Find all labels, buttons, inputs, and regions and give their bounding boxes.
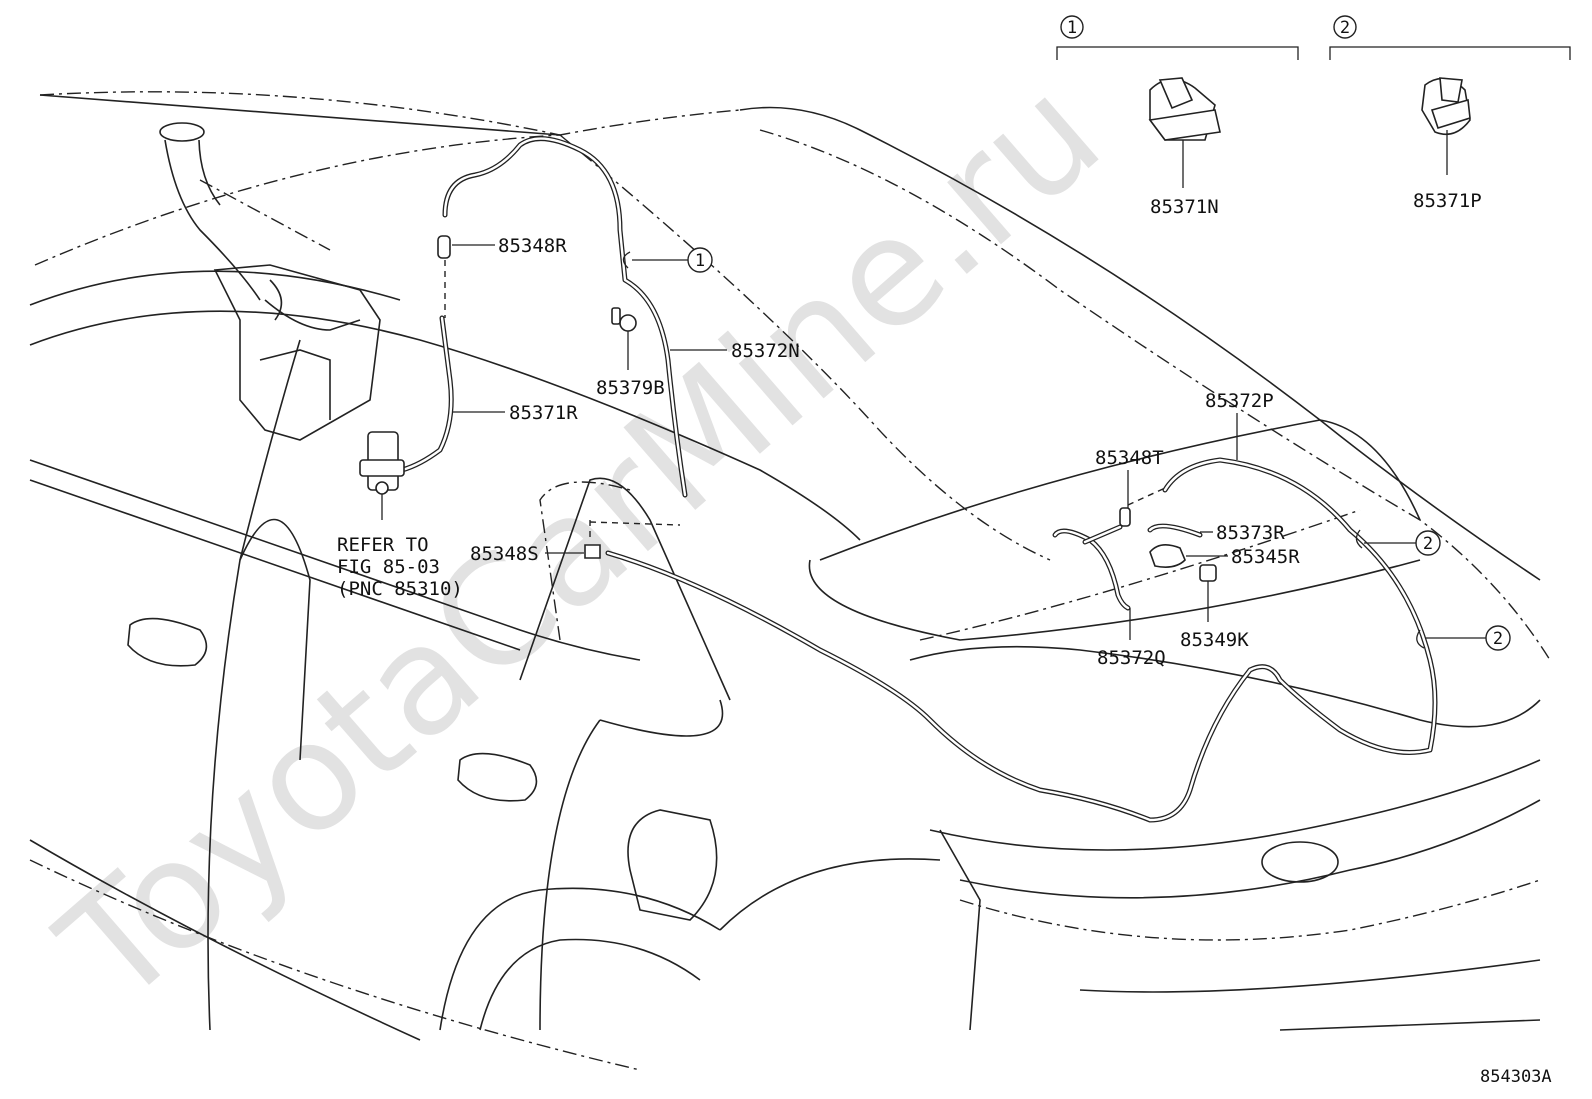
- refer-note-line-1: REFER TO: [337, 534, 429, 556]
- label-85349K: 85349K: [1180, 629, 1249, 651]
- clip-85371P-illustration: [1421, 77, 1471, 136]
- washer-pump: [359, 431, 405, 495]
- part-85371N: 85371N: [1150, 196, 1219, 218]
- label-85372Q: 85372Q: [1097, 647, 1166, 669]
- callout-2-lower: 2: [1493, 629, 1503, 649]
- group-2-number: 2: [1340, 18, 1350, 38]
- callout-2-upper: 2: [1423, 534, 1433, 554]
- group-1-number: 1: [1067, 18, 1077, 38]
- label-85348T: 85348T: [1095, 447, 1164, 469]
- clip-85371N-illustration: [1148, 77, 1221, 141]
- group-header-1: 1 85371N: [1056, 15, 1299, 218]
- label-85373R: 85373R: [1216, 522, 1285, 544]
- label-85348S: 85348S: [470, 543, 539, 565]
- label-85371R: 85371R: [509, 402, 578, 424]
- part-85371P: 85371P: [1413, 190, 1482, 212]
- label-85379B: 85379B: [596, 377, 665, 399]
- washer-hoses: [399, 136, 1438, 823]
- group-header-2: 2 85371P: [1329, 15, 1571, 212]
- label-85345R: 85345R: [1231, 546, 1300, 568]
- vehicle-outline: [29, 91, 1551, 1071]
- diagram-code: 854303A: [1480, 1067, 1552, 1087]
- label-85348R: 85348R: [498, 235, 567, 257]
- label-85372P: 85372P: [1205, 390, 1274, 412]
- label-85372N: 85372N: [731, 340, 800, 362]
- part-labels: 85348R 1 85372N 85379B 85371R REFER TO F…: [337, 235, 1511, 669]
- washer-tank: [159, 122, 381, 441]
- small-parts: [359, 77, 1471, 649]
- callout-1: 1: [695, 251, 705, 271]
- refer-note-line-3: (PNC 85310): [337, 578, 463, 600]
- refer-note-line-2: FIG 85-03: [337, 556, 440, 578]
